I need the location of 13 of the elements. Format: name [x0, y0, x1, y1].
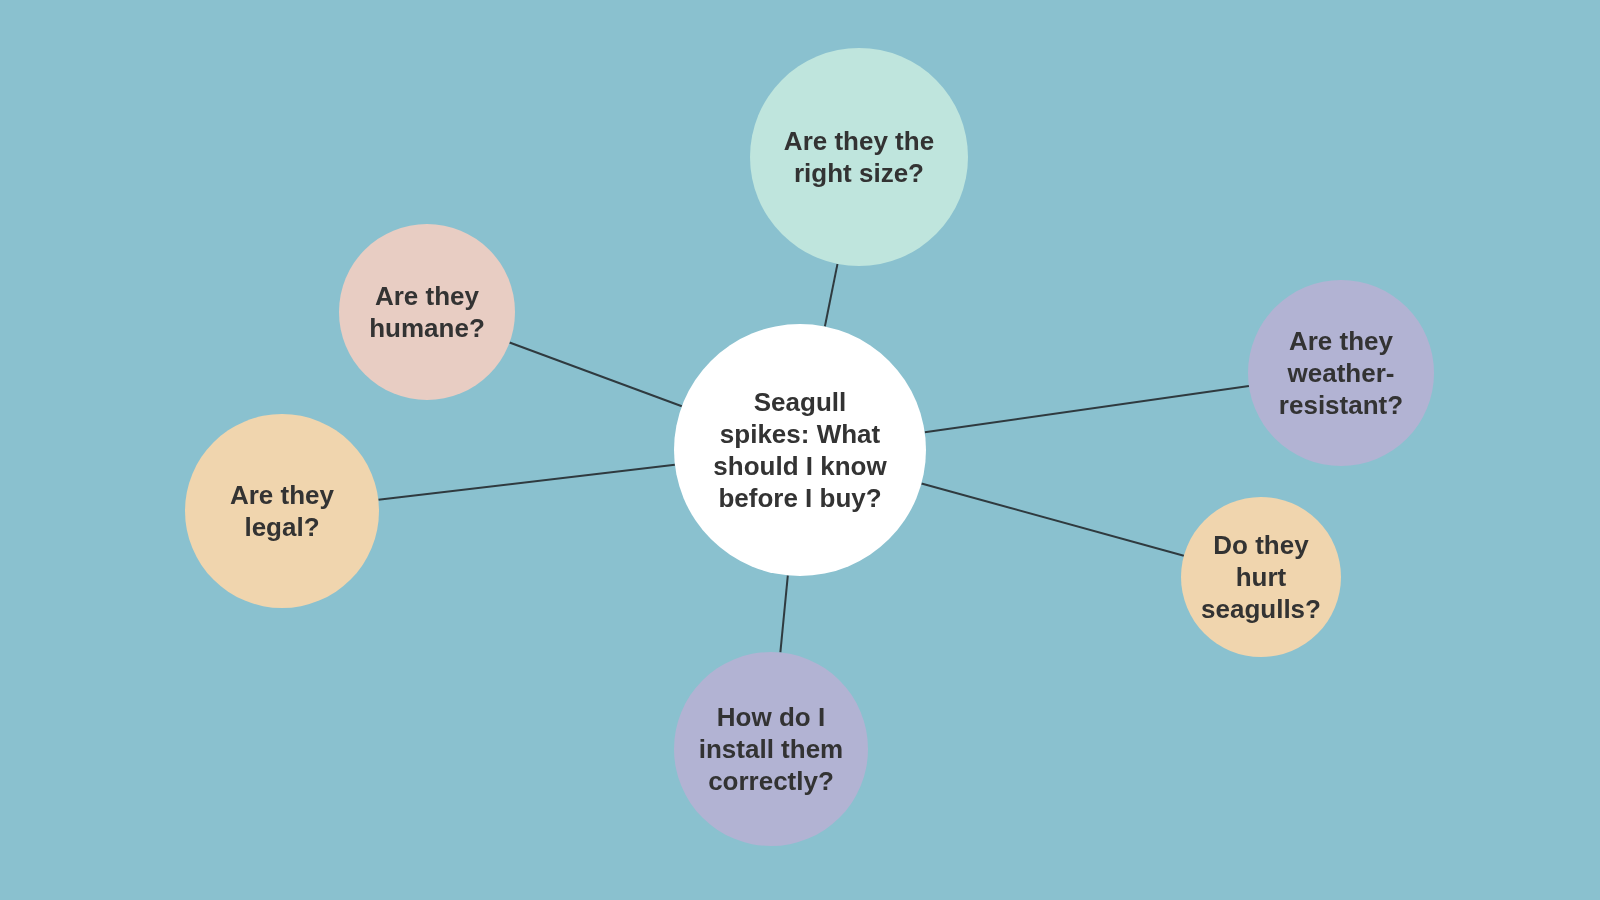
- node-label: Seagull spikes: What should I know before I buy?: [712, 386, 888, 514]
- node-label: Are they the right size?: [782, 125, 936, 189]
- node-label: How do I install them correctly?: [697, 701, 845, 797]
- node-label: Are they legal?: [228, 479, 335, 543]
- connector-line: [377, 463, 676, 501]
- node-label: Are they humane?: [368, 280, 486, 344]
- node-label: Are they weather-resistant?: [1277, 325, 1405, 421]
- connector-line: [920, 482, 1185, 557]
- connector-line: [508, 341, 683, 408]
- node-label: Do they hurt seagulls?: [1200, 529, 1322, 625]
- connector-line: [923, 385, 1250, 434]
- connector-line: [823, 262, 839, 328]
- connector-line: [779, 574, 789, 654]
